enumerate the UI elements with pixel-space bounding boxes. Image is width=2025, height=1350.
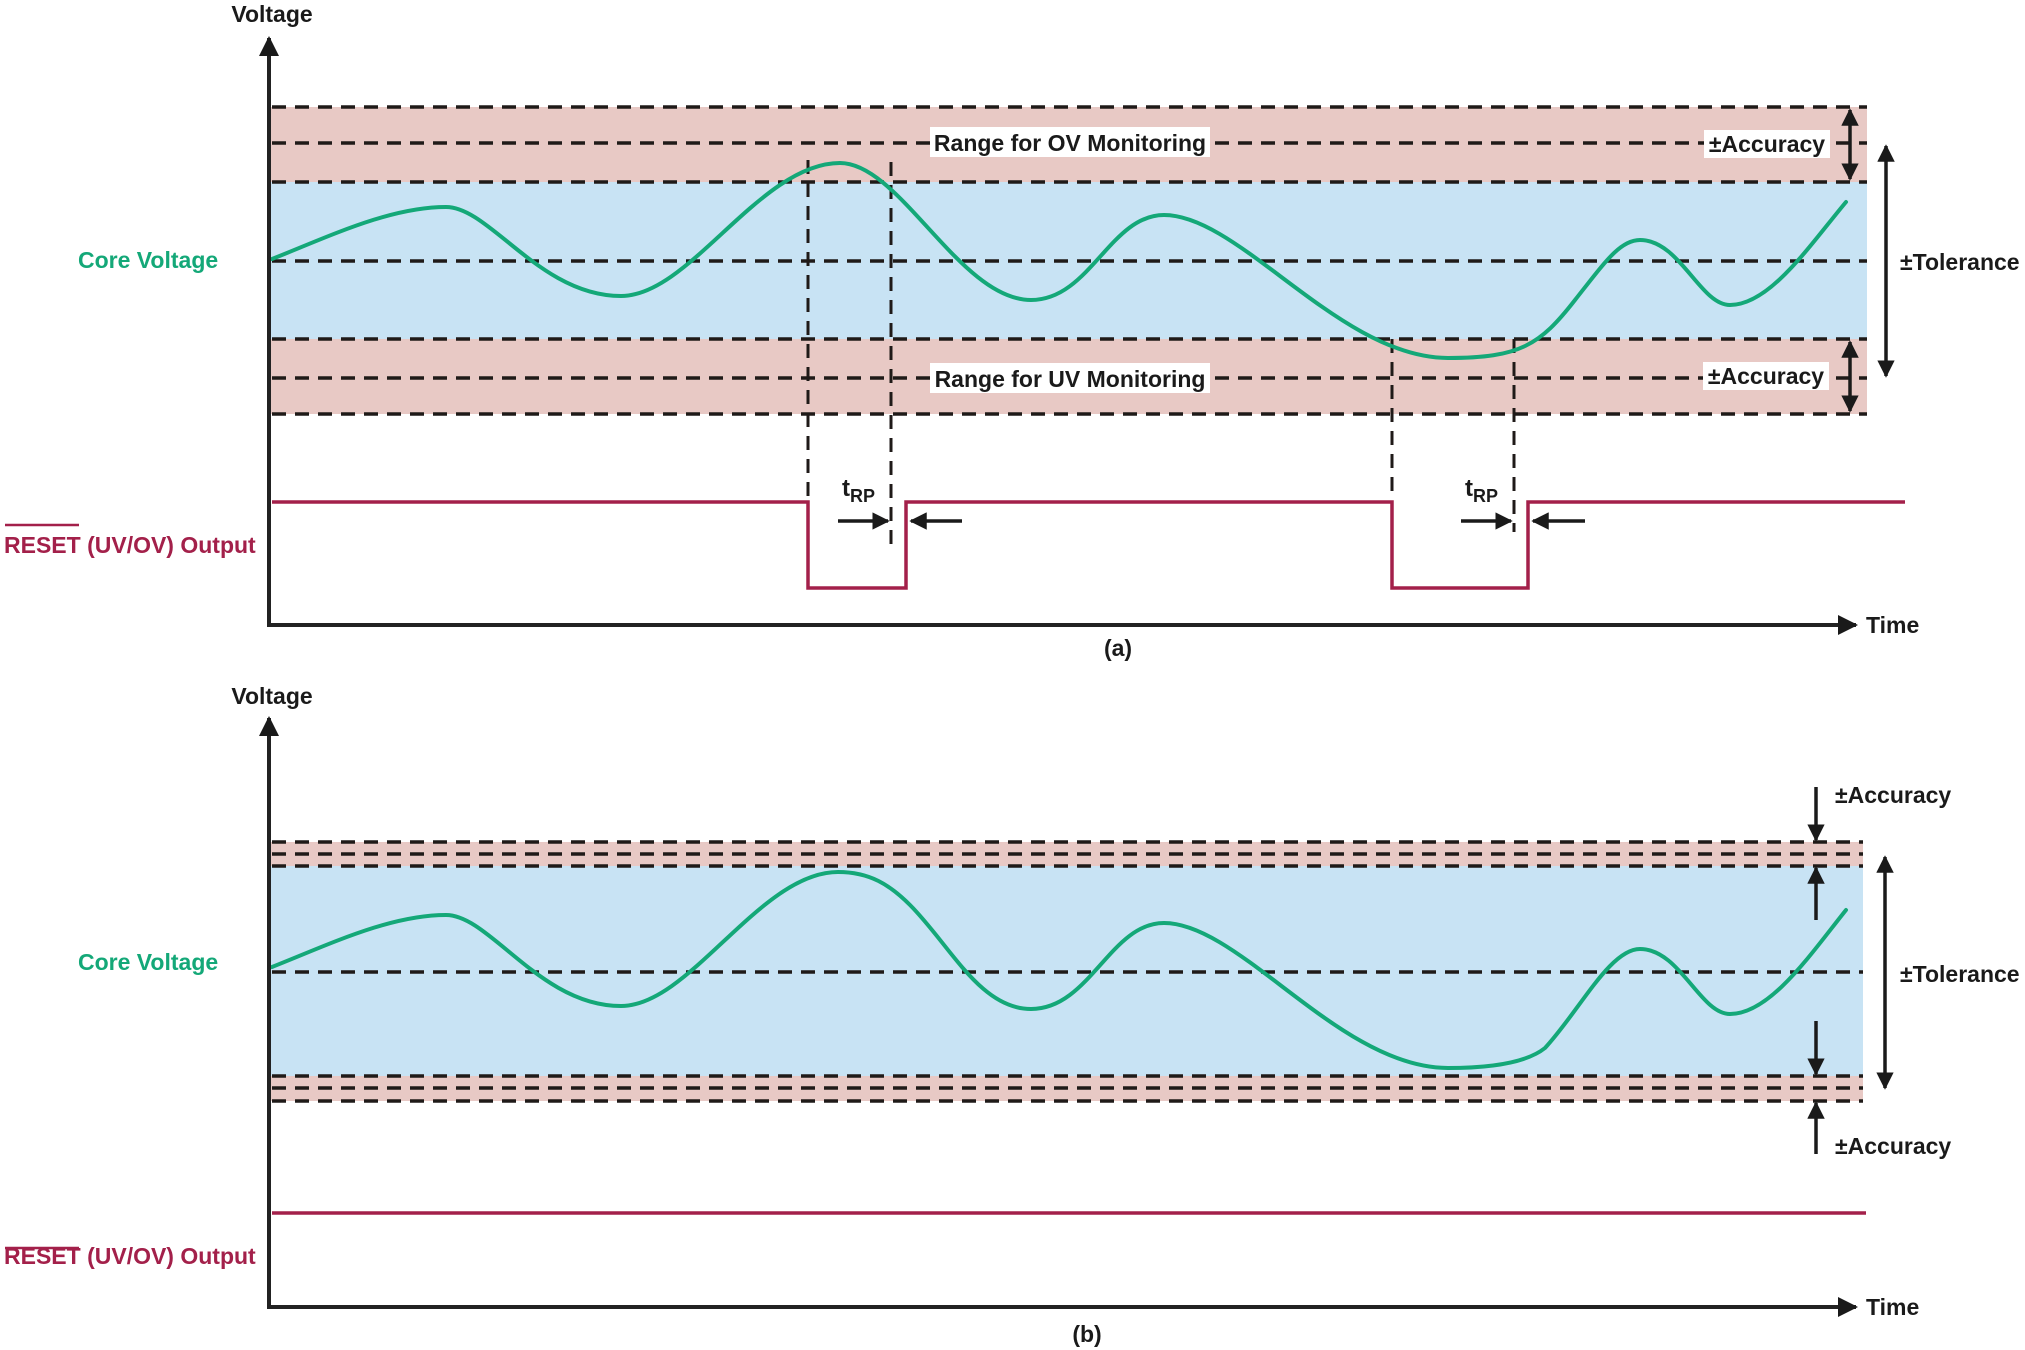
- trp-label-2: tRP: [1465, 475, 1498, 506]
- accuracy-top-label: ±Accuracy: [1709, 131, 1825, 157]
- panel-b: ±Accuracy ±Accuracy ±Tolerance Voltage T…: [4, 683, 2020, 1347]
- core-voltage-label-b: Core Voltage: [78, 949, 218, 975]
- accuracy-top-label-b: ±Accuracy: [1835, 782, 1951, 808]
- tolerance-label-b: ±Tolerance: [1900, 961, 2020, 987]
- trp-label-1: tRP: [842, 475, 875, 506]
- ov-range-label: Range for OV Monitoring: [934, 130, 1206, 156]
- caption-a: (a): [1104, 635, 1132, 661]
- uv-label-box: [930, 363, 1210, 393]
- caption-b: (b): [1072, 1321, 1101, 1347]
- x-axis-label-b: Time: [1866, 1294, 1919, 1320]
- reset-label-b: RESET (UV/OV) Output: [4, 1243, 256, 1269]
- accuracy-bottom-label: ±Accuracy: [1708, 363, 1824, 389]
- core-voltage-label-a: Core Voltage: [78, 247, 218, 273]
- accuracy-top-label-box: [1704, 130, 1830, 158]
- panel-a: Range for OV Monitoring Range for UV Mon…: [4, 1, 2020, 661]
- y-axis-label-a: Voltage: [231, 1, 312, 27]
- reset-label-a: RESET (UV/OV) Output: [4, 532, 256, 558]
- reset-output-waveform: [272, 500, 1905, 590]
- core-voltage-curve: [270, 160, 1848, 361]
- core-voltage-curve-b: [270, 869, 1848, 1071]
- tolerance-label: ±Tolerance: [1900, 249, 2020, 275]
- ov-label-box: [930, 127, 1210, 157]
- accuracy-bottom-label-box: [1703, 362, 1829, 390]
- x-axis-label-a: Time: [1866, 612, 1919, 638]
- uv-range-label: Range for UV Monitoring: [935, 366, 1206, 392]
- accuracy-bottom-label-b: ±Accuracy: [1835, 1133, 1951, 1159]
- y-axis-label-b: Voltage: [231, 683, 312, 709]
